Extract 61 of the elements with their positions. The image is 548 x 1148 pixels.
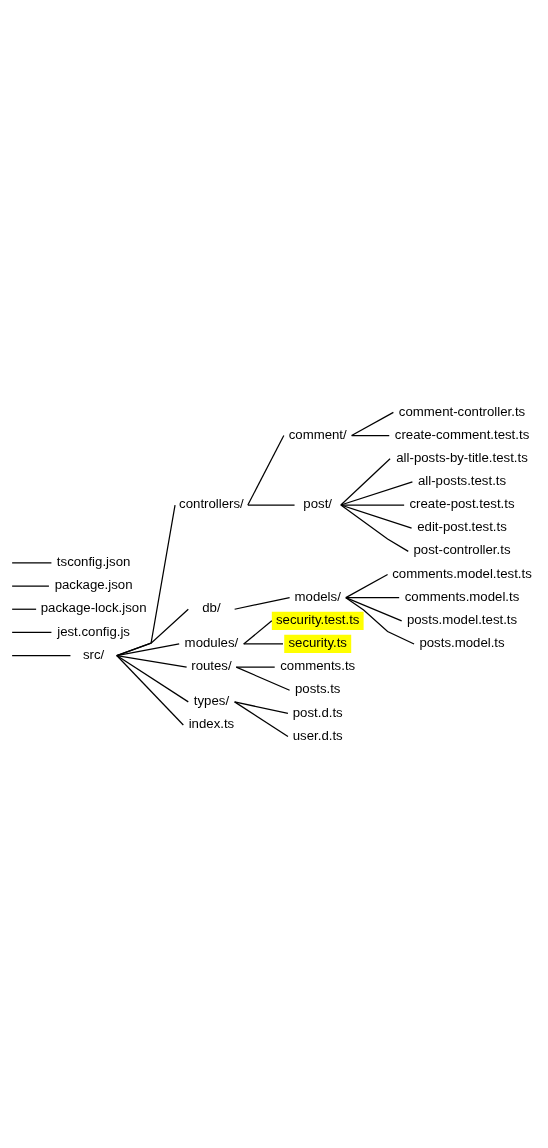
connector xyxy=(340,503,405,506)
node-text: post-controller.ts xyxy=(413,541,511,557)
connector xyxy=(234,700,289,714)
node-text: comment-controller.ts xyxy=(398,403,526,419)
node-text: comments.model.ts xyxy=(404,588,520,604)
node-text: post/ xyxy=(303,495,333,511)
connector xyxy=(247,503,296,506)
node-text: edit-post.test.ts xyxy=(417,518,507,534)
connector xyxy=(345,573,389,598)
node-text: comment/ xyxy=(288,426,347,442)
connector xyxy=(234,596,291,610)
connector xyxy=(116,608,189,656)
node-text: posts.model.test.ts xyxy=(406,611,518,627)
connector xyxy=(345,596,415,645)
node-box: security.ts xyxy=(284,634,352,653)
node-text: db/ xyxy=(202,599,221,615)
node-box: security.test.ts xyxy=(271,611,364,630)
node-text: comments.model.test.ts xyxy=(392,565,532,581)
connector xyxy=(11,584,50,587)
node-text: jest.config.js xyxy=(57,623,130,639)
node-text: posts.model.ts xyxy=(419,634,505,650)
connector xyxy=(340,503,409,552)
connector xyxy=(351,411,394,436)
connector xyxy=(116,642,180,656)
connector xyxy=(345,596,403,621)
node-text: types/ xyxy=(193,692,230,708)
connector xyxy=(243,619,273,645)
node-text: tsconfig.json xyxy=(56,553,131,569)
node-text: all-posts.test.ts xyxy=(417,472,507,488)
node-text: index.ts xyxy=(188,715,235,731)
connector xyxy=(234,700,289,737)
node-text: routes/ xyxy=(191,657,232,673)
node-text: package-lock.json xyxy=(40,599,147,615)
node-text: package.json xyxy=(54,576,133,592)
node-text: modules/ xyxy=(184,634,239,650)
node-text: comments.ts xyxy=(280,657,356,673)
connector xyxy=(247,434,285,506)
node-text: controllers/ xyxy=(179,495,244,511)
connector xyxy=(11,654,72,656)
connector xyxy=(11,631,53,633)
node-text: posts.ts xyxy=(294,680,341,696)
connector xyxy=(235,666,291,691)
node-text: src/ xyxy=(82,646,105,662)
connector xyxy=(116,654,189,702)
connector xyxy=(11,561,53,564)
node-text: models/ xyxy=(294,588,341,604)
connector xyxy=(235,666,276,668)
connector xyxy=(345,596,400,598)
node-text: create-post.test.ts xyxy=(409,495,515,511)
connector xyxy=(116,654,184,726)
connector xyxy=(11,608,37,610)
connector xyxy=(340,503,413,529)
node-text: post.d.ts xyxy=(292,704,343,720)
connector xyxy=(351,434,390,436)
node-text: all-posts-by-title.test.ts xyxy=(396,449,528,465)
connector xyxy=(243,642,284,645)
node-text: create-comment.test.ts xyxy=(394,426,530,442)
node-text: user.d.ts xyxy=(292,727,343,743)
connector xyxy=(340,457,391,506)
connector xyxy=(340,480,414,506)
connector xyxy=(116,654,188,668)
